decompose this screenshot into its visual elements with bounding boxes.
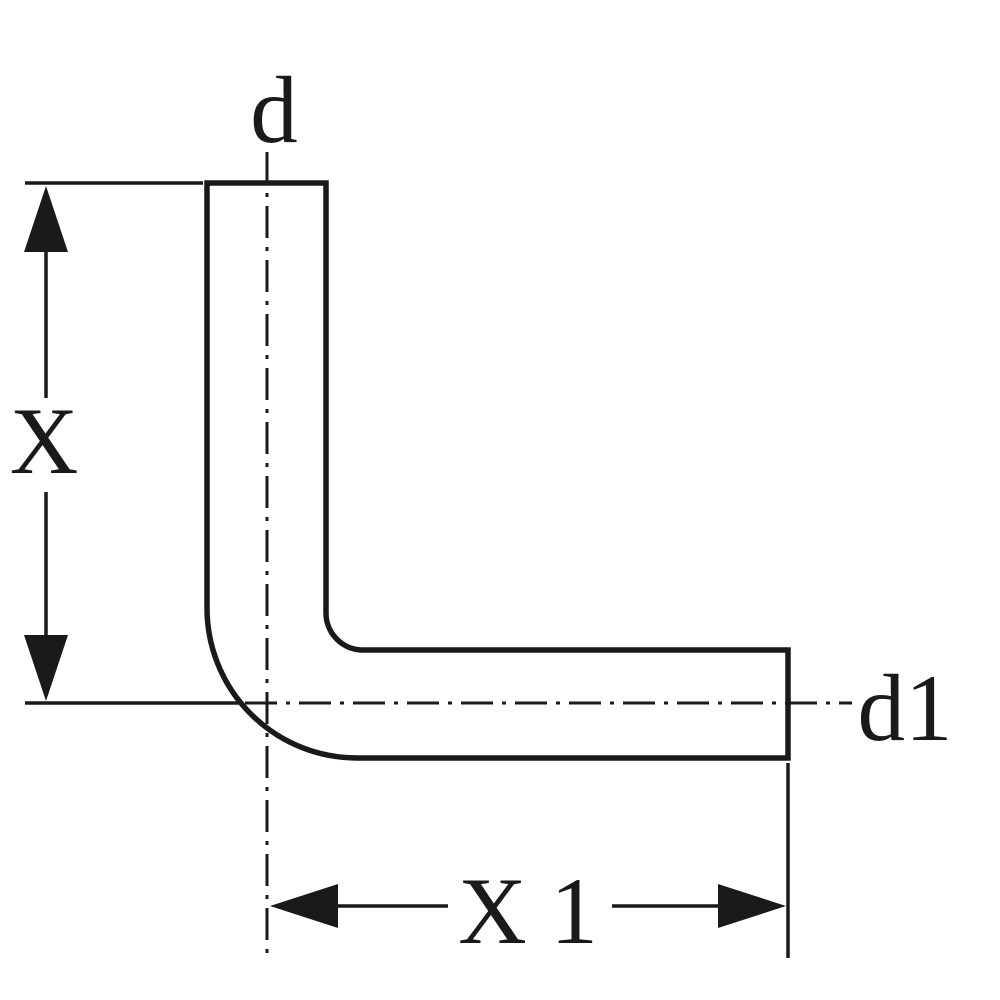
pipe-outline	[204, 180, 791, 761]
dimension-arrow-left	[270, 884, 338, 928]
label-diameter-d: d	[250, 57, 298, 163]
dimension-arrow-right	[718, 884, 786, 928]
label-dimension-x1: X 1	[458, 858, 598, 964]
dimension-arrow-up	[24, 186, 68, 252]
label-diameter-d1: d1	[858, 655, 953, 761]
label-dimension-x: X	[10, 388, 79, 494]
dimension-arrow-down	[24, 635, 68, 701]
